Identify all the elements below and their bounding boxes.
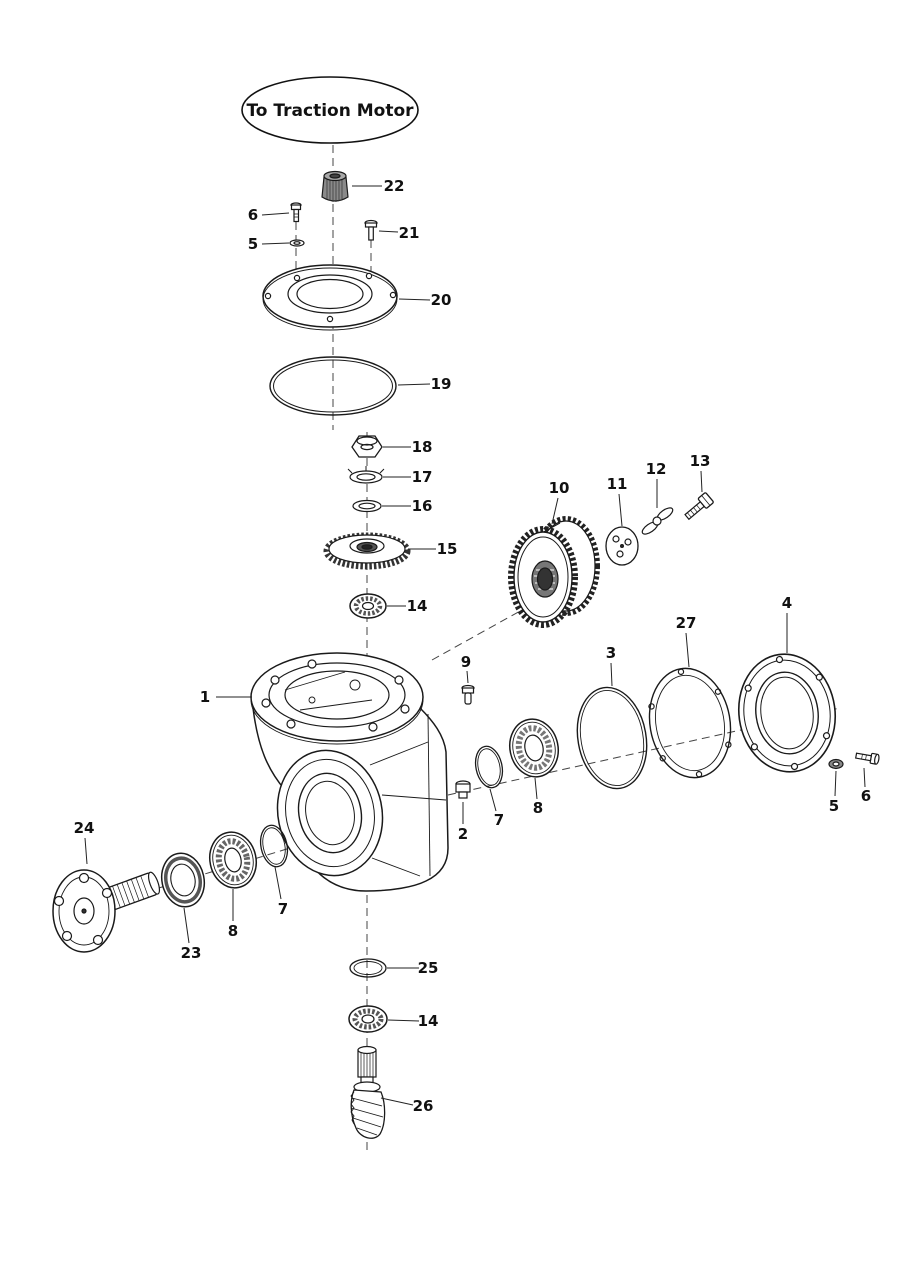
part-5-washer-top	[289, 239, 305, 247]
leader-line-14	[387, 1019, 420, 1022]
part-10-gear	[508, 516, 600, 628]
part-8-bearing-left	[209, 831, 257, 889]
part-3-oring	[576, 686, 648, 790]
part-27-gasket	[648, 667, 732, 779]
part-5-washer-right	[828, 758, 844, 770]
leader-line-7	[274, 866, 282, 900]
leader-line-3	[610, 662, 613, 687]
part-11-retainer-disc	[605, 526, 639, 566]
leader-line-8	[534, 777, 538, 800]
part-8-bearing-right	[509, 718, 559, 778]
axis-centerlines	[69, 145, 841, 1150]
leader-line-9	[466, 670, 469, 684]
part-7-oring-right	[474, 745, 504, 789]
leader-line-23	[183, 907, 190, 944]
part-14-bearing-upper	[349, 593, 387, 619]
leader-line-20	[398, 298, 431, 301]
part-6-bolt-right	[854, 752, 880, 765]
part-22-coupling	[321, 170, 349, 202]
part-6-bolt-top	[290, 202, 302, 223]
leader-line-7	[489, 788, 497, 812]
leader-line-24	[84, 837, 88, 865]
leader-line-6	[863, 767, 866, 788]
leader-line-10	[551, 497, 559, 525]
leader-line-26	[380, 1097, 414, 1106]
traction-motor-callout: To Traction Motor	[241, 76, 419, 144]
leader-line-6	[261, 212, 290, 216]
leader-line-27	[685, 632, 690, 668]
part-17-lock-washer	[347, 466, 385, 484]
part-16-washer	[352, 499, 382, 513]
leader-line-5	[261, 242, 290, 245]
leader-line-5	[834, 770, 837, 797]
part-24-axle-flange	[52, 869, 161, 953]
part-20-cover-plate	[262, 264, 398, 331]
part-18-nut	[351, 435, 383, 458]
traction-motor-label: To Traction Motor	[246, 101, 414, 121]
leader-line-11	[618, 493, 623, 527]
part-4-cover	[737, 653, 837, 773]
leader-line-21	[378, 230, 399, 233]
part-23-seal	[160, 852, 206, 908]
part-7-oring-left	[259, 824, 289, 868]
part-14-bearing-lower	[348, 1005, 388, 1033]
part-9-bolt	[461, 684, 475, 705]
part-15-gear	[323, 532, 411, 570]
part-21-bolt	[364, 219, 378, 241]
part-2-plug	[455, 780, 471, 799]
part-1-housing	[250, 652, 449, 892]
part-12-lock-plate	[641, 507, 674, 535]
leader-lines	[84, 185, 866, 1106]
part-25-shim	[349, 958, 387, 978]
part-13-bolt	[684, 492, 714, 521]
part-19-oring	[269, 356, 397, 416]
leader-line-13	[700, 470, 703, 493]
leader-line-19	[397, 383, 431, 386]
part-26-pinion	[350, 1045, 386, 1139]
